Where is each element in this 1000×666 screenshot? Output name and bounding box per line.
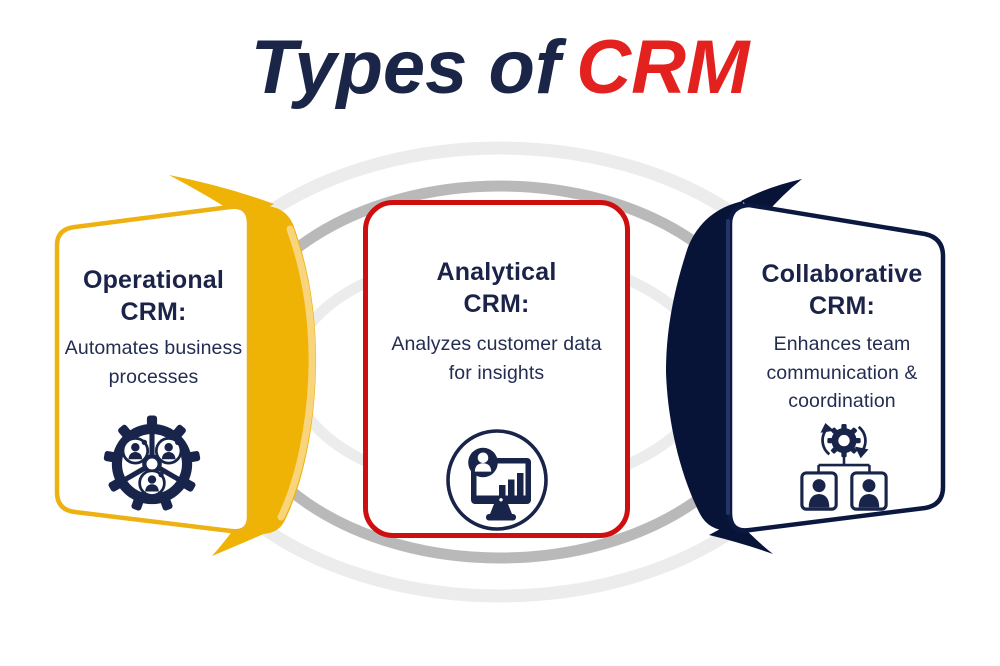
user-avatar-glyph	[468, 447, 498, 478]
card-operational-face	[54, 204, 252, 534]
member-badge	[850, 471, 888, 511]
bar-chart-glyph	[499, 473, 524, 496]
monitor-analytics-icon	[446, 429, 548, 531]
card-operational-heading-line1: Operational	[82, 266, 225, 294]
team-member-icon	[154, 437, 183, 465]
workflow-team-icon	[800, 422, 888, 511]
card-collaborative-face	[727, 202, 946, 533]
card-operational-shape	[54, 175, 317, 556]
team-member-icon	[121, 437, 150, 465]
card-collaborative-description: Enhances team communication & coordinati…	[766, 333, 918, 412]
gear-team-icon	[103, 415, 201, 511]
card-collaborative-heading-line1: Collaborative	[761, 260, 923, 288]
card-operational-heading: Operational CRM:	[57, 264, 250, 328]
member-badge	[800, 471, 838, 511]
card-analytical-description: Analyzes customer data for insights	[391, 333, 602, 384]
card-operational-spine	[241, 205, 317, 534]
team-member-icon	[138, 469, 166, 497]
title-prefix: Types of	[250, 25, 561, 110]
card-analytical-heading-line1: Analytical	[436, 258, 557, 286]
title-highlight: CRM	[576, 25, 750, 110]
card-operational-heading-line2: CRM:	[120, 298, 187, 326]
card-analytical-heading-line2: CRM:	[463, 290, 530, 318]
card-collaborative-shape	[666, 179, 946, 554]
org-connector-lines	[817, 454, 871, 473]
sync-arrows-glyph	[820, 422, 869, 459]
card-collaborative-spine	[666, 201, 743, 531]
card-operational-description: Automates business processes	[64, 337, 243, 388]
card-collaborative-heading: Collaborative CRM:	[737, 258, 947, 322]
card-operational-spine-highlight	[277, 225, 316, 521]
card-collaborative-heading-line2: CRM:	[808, 292, 876, 320]
card-analytical-heading: Analytical CRM:	[365, 256, 628, 320]
